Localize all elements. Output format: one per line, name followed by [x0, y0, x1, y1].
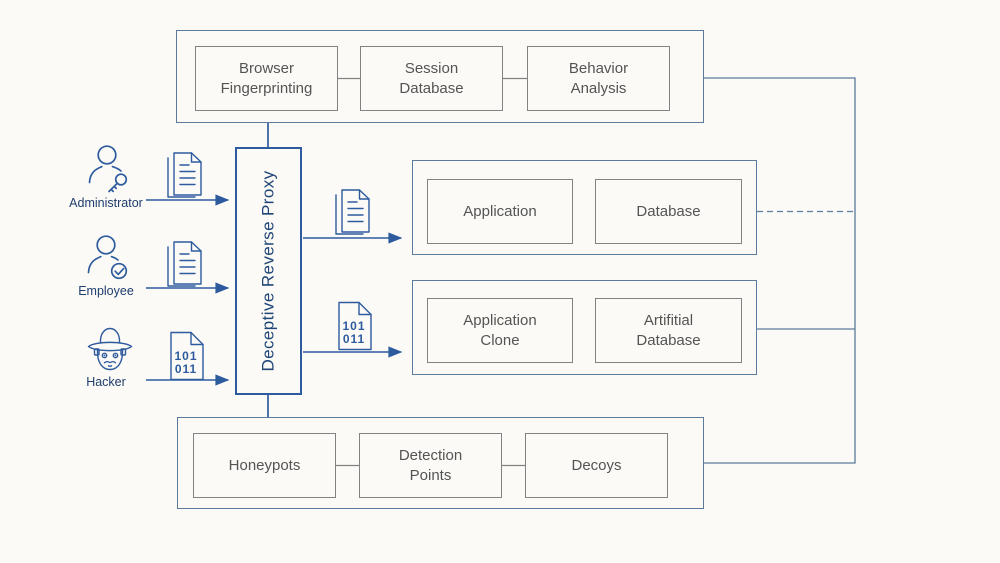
proxy-label: Deceptive Reverse Proxy — [258, 170, 278, 372]
binary-line-2: 011 — [175, 362, 197, 376]
administrator-request-document-icon — [167, 152, 202, 198]
node-label: Application Clone — [463, 312, 537, 349]
binary-line-1: 101 — [342, 319, 365, 333]
node-honeypots: Honeypots — [193, 433, 336, 498]
node-label: Behavior Analysis — [568, 60, 629, 97]
real-zone-box — [412, 160, 757, 255]
malicious-traffic-binary-document-icon: 101 011 — [338, 301, 372, 351]
node-label: Browser Fingerprinting — [220, 60, 313, 97]
employee-request-document-icon — [167, 241, 202, 287]
binary-line-1: 101 — [174, 349, 197, 363]
node-application-clone: Application Clone — [427, 298, 573, 363]
node-label: Detection Points — [398, 447, 463, 484]
node-database: Database — [595, 179, 742, 244]
employee-user-check-icon — [87, 235, 128, 280]
analysis-group-box — [176, 30, 704, 123]
administrator-user-key-icon — [88, 145, 128, 193]
node-label: Honeypots — [228, 456, 301, 474]
node-session-database: Session Database — [360, 46, 503, 111]
node-label: Artifitial Database — [636, 312, 701, 349]
legit-traffic-document-icon — [335, 189, 370, 235]
hacker-binary-document-icon: 101 011 — [170, 331, 204, 381]
administrator-label: Administrator — [69, 196, 143, 210]
deception-group-box — [177, 417, 704, 509]
hacker-face-icon — [87, 327, 133, 371]
node-label: Application — [463, 202, 537, 220]
decoy-zone-box — [412, 280, 757, 375]
node-artifitial-database: Artifitial Database — [595, 298, 742, 363]
node-behavior-analysis: Behavior Analysis — [527, 46, 670, 111]
node-browser-fingerprinting: Browser Fingerprinting — [195, 46, 338, 111]
node-label: Session Database — [399, 60, 464, 97]
node-decoys: Decoys — [525, 433, 668, 498]
node-deceptive-reverse-proxy: Deceptive Reverse Proxy — [235, 147, 302, 395]
binary-line-2: 011 — [343, 332, 365, 346]
node-detection-points: Detection Points — [359, 433, 502, 498]
hacker-label: Hacker — [86, 375, 126, 389]
link-topgroup-bottomgroup-right — [704, 77, 856, 464]
node-label: Database — [636, 202, 701, 220]
node-label: Decoys — [571, 456, 622, 474]
employee-label: Employee — [78, 284, 134, 298]
node-application: Application — [427, 179, 573, 244]
